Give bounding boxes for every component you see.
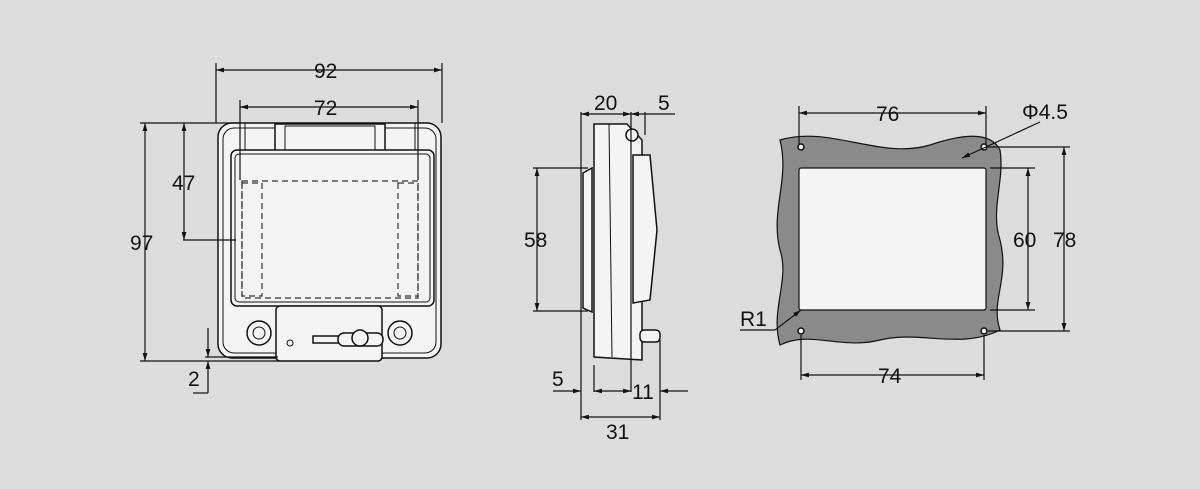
dashed-inner-outline [241,180,419,299]
latch-knob [639,329,661,343]
dim-2: 2 [188,368,200,391]
dim-97: 97 [130,232,153,255]
wing-nut [351,329,369,347]
hinge-pin [625,128,639,142]
dim-76: 76 [876,103,899,126]
dim-5-bottom: 5 [552,368,564,391]
dim-72: 72 [314,97,337,120]
dim-r1: R1 [740,308,767,331]
dim-60: 60 [1013,229,1036,252]
dim-58: 58 [524,229,547,252]
hinge-block [274,123,386,155]
front-view: 92 72 97 47 2 [130,60,443,394]
dim-5-top: 5 [658,92,670,115]
dim-hole-diameter: Φ4.5 [1022,101,1068,124]
latch-plate [275,305,383,362]
dim-47: 47 [172,172,195,195]
side-view: 20 5 58 5 11 31 [524,92,688,444]
dim-31: 31 [606,421,629,444]
dim-20: 20 [594,92,617,115]
cutout-view: 76 Φ4.5 60 78 R1 74 [740,101,1076,388]
side-cover [632,154,658,304]
dim-11: 11 [632,381,654,404]
cutout-opening [798,167,987,311]
dim-92: 92 [314,60,337,83]
screw-left [246,320,272,346]
dim-78: 78 [1053,229,1076,252]
dim-74: 74 [878,365,902,388]
screw-right [387,320,413,346]
